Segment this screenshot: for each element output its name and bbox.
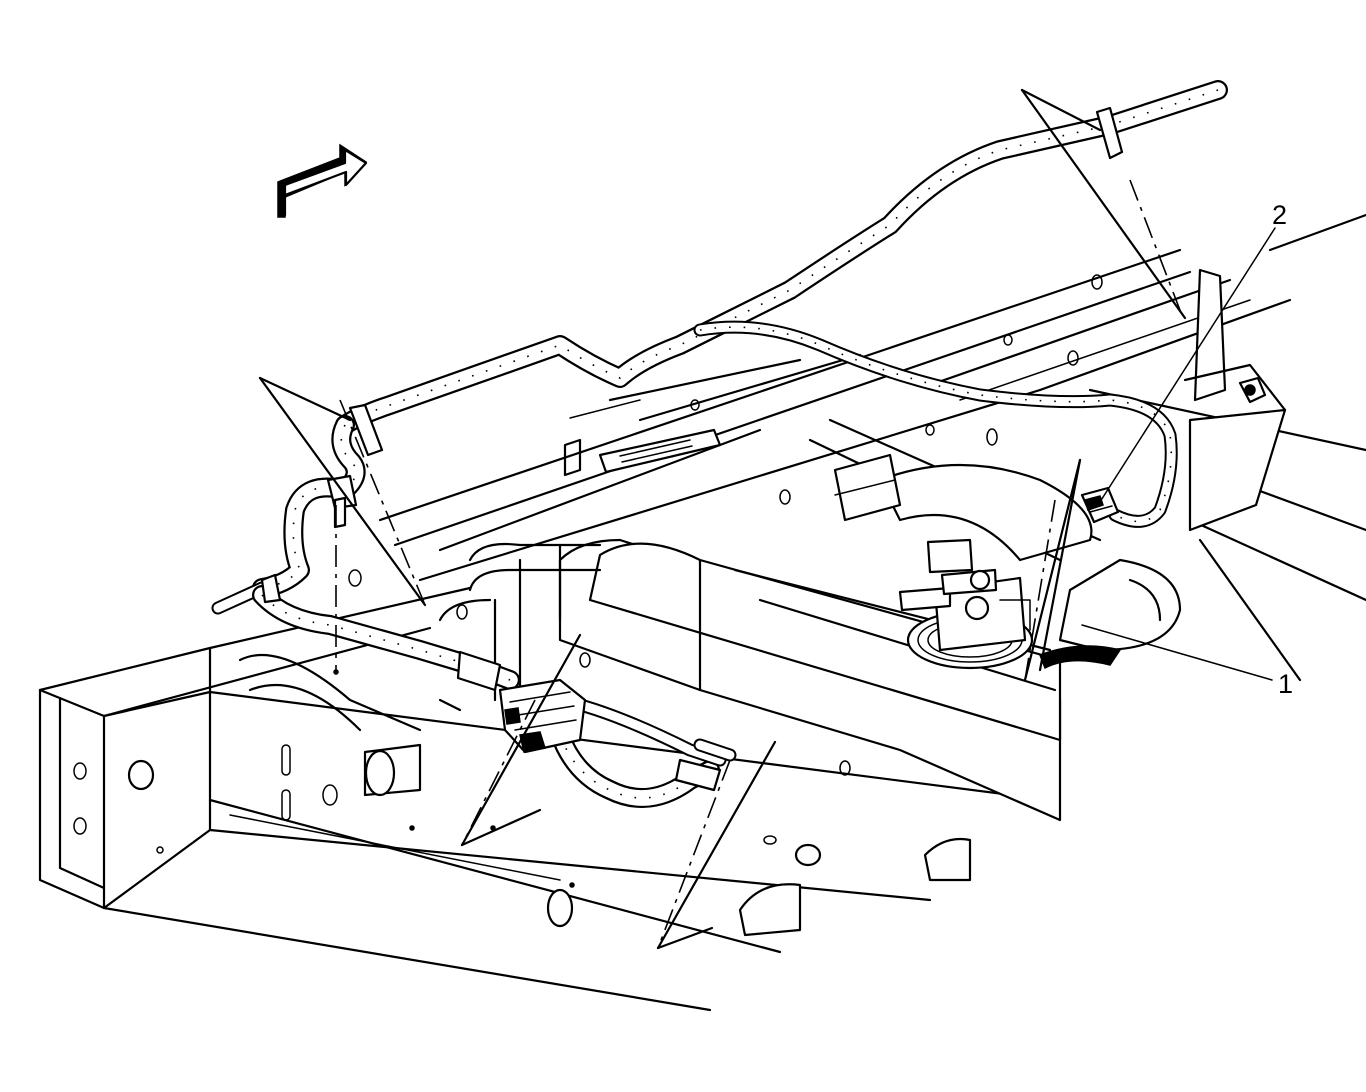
frame-rail-left bbox=[38, 586, 1052, 1012]
connector-2 bbox=[1080, 486, 1120, 524]
detail-view-lines bbox=[258, 88, 1187, 950]
callout-label-1: 1 bbox=[1278, 669, 1293, 699]
wiring-harness bbox=[211, 80, 1228, 808]
callout-label-2: 2 bbox=[1272, 200, 1287, 230]
forward-arrow-icon bbox=[277, 143, 368, 218]
frame-structure-upper bbox=[348, 213, 1366, 867]
callout-leaders bbox=[1081, 227, 1276, 681]
fuel-tank bbox=[238, 453, 1182, 937]
fuel-pump-module bbox=[898, 538, 1122, 670]
connector-main bbox=[498, 678, 587, 754]
